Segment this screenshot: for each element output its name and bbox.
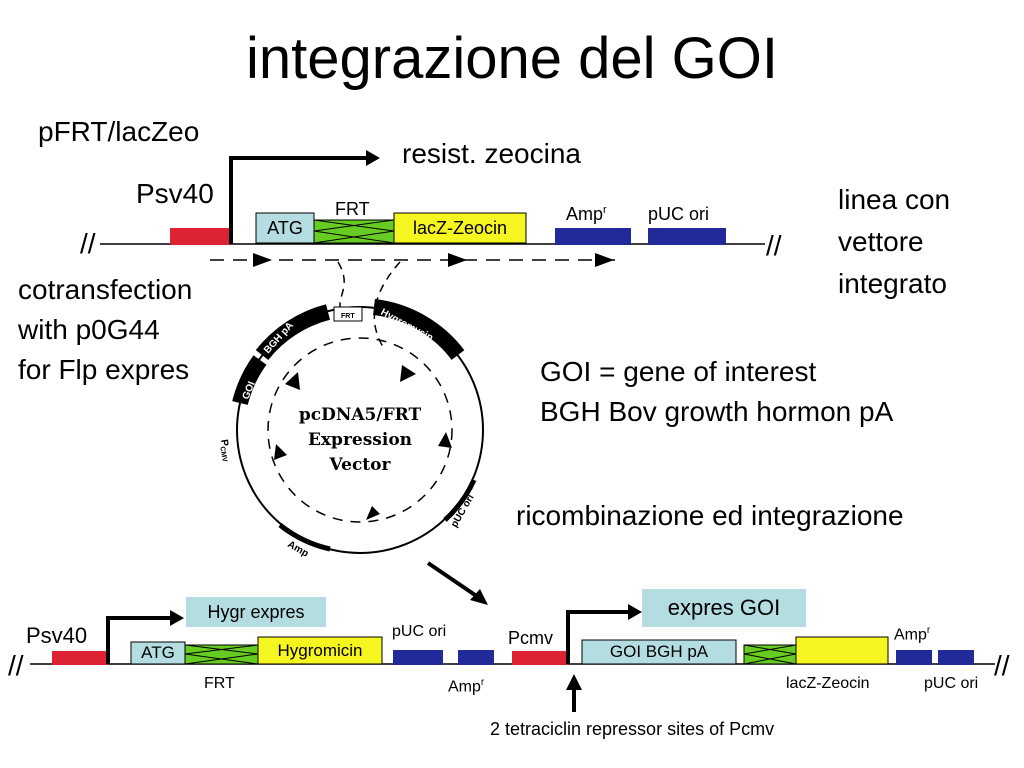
bottom-promoter-arrowhead-1	[170, 610, 184, 626]
dash-arrowhead-3	[595, 253, 614, 267]
note-line-1: linea con	[838, 184, 951, 215]
recombination-arrow-line	[426, 561, 480, 599]
top-frt-block	[313, 219, 395, 244]
top-puc-block	[648, 228, 726, 245]
top-lacz-block	[393, 212, 527, 244]
bottom-puc1-label: pUC ori	[392, 623, 447, 640]
bottom-frt2-block	[743, 644, 797, 665]
bottom-hygromicin-block	[257, 636, 383, 665]
recombination-arrowhead	[470, 589, 488, 605]
segment-hygromycin	[372, 299, 465, 360]
cotransfection-line-1: cotransfection	[18, 274, 193, 305]
inner-arrowhead-1	[285, 372, 300, 390]
vector-frt-label: FRT	[341, 313, 355, 320]
bottom-frt-block	[184, 644, 259, 665]
top-psv40-block	[170, 228, 230, 245]
definition-goi: GOI = gene of interest	[540, 356, 817, 387]
top-lacz-label: lacZ-Zeocin	[412, 217, 508, 238]
bottom-pcmv-label: Pcmv	[508, 628, 553, 648]
top-arrow-label: resist. zeocina	[402, 138, 581, 169]
top-puc-label: pUC ori	[648, 204, 710, 224]
bottom-promoter-arrow-1	[106, 616, 172, 664]
note-line-3: integrato	[838, 268, 947, 299]
cotransfection-line-3: for Flp expres	[18, 354, 190, 385]
vector-name-3: Vector	[329, 455, 392, 475]
top-atg-label: ATG	[267, 217, 303, 238]
bottom-puc2-block	[938, 650, 974, 665]
bottom-goi-block	[581, 639, 737, 665]
top-break-right: //	[766, 230, 782, 261]
bottom-break-left: //	[8, 650, 24, 681]
bottom-psv40-block	[52, 651, 108, 665]
dash-arrowhead-2	[448, 253, 467, 267]
inner-arrowhead-3	[438, 432, 452, 448]
recombination-label: ricombinazione ed integrazione	[516, 500, 904, 531]
top-plasmid-label: pFRT/lacZeo	[38, 116, 200, 147]
vector-name-2: Expression	[308, 430, 412, 450]
plasmid-frt-box	[333, 306, 363, 322]
vector-name-1: pcDNA5/FRT	[299, 405, 422, 425]
inner-arrowhead-5	[274, 444, 287, 460]
bottom-break-right: //	[994, 650, 1010, 681]
bottom-promoter-arrowhead-2	[628, 604, 642, 620]
bottom-amp1-label: Ampr	[448, 677, 485, 696]
segment-goi	[232, 355, 267, 406]
bottom-goi-label: GOI BGH pA	[609, 642, 709, 661]
note-line-2: vettore	[838, 226, 924, 257]
definition-bgh: BGH Bov growth hormon pA	[540, 396, 894, 427]
top-promoter-arrowhead	[366, 150, 380, 166]
bottom-lacz-block	[795, 636, 889, 665]
dash-curve-left	[337, 261, 346, 316]
inner-arrowhead-2	[400, 365, 416, 382]
bottom-lacz-label: lacZ-Zeocin	[786, 675, 870, 692]
bottom-atg-label: ATG	[141, 643, 175, 662]
tet-arrowhead	[566, 674, 582, 690]
bottom-hygromicin-label: Hygromicin	[277, 640, 363, 660]
vector-pcmv-label: PCMV	[217, 439, 233, 463]
inner-arrowhead-4	[366, 506, 380, 520]
bottom-puc1-block	[393, 650, 443, 665]
top-promoter-arrow	[229, 156, 368, 244]
hygr-expres-box: Hygr expres	[186, 597, 326, 627]
tet-sites-label: 2 tetraciclin repressor sites of Pcmv	[490, 719, 775, 739]
top-frt-label: FRT	[335, 199, 370, 219]
segment-amp	[278, 523, 331, 552]
bottom-frt-label: FRT	[204, 675, 235, 692]
top-amp-label: Ampr	[566, 204, 607, 224]
bottom-psv40-label: Psv40	[26, 623, 88, 648]
segment-bgh	[255, 304, 331, 361]
bottom-amp2-label: Ampr	[894, 625, 931, 644]
bottom-promoter-arrow-2	[566, 610, 630, 664]
expres-goi-box: expres GOI	[642, 589, 806, 627]
top-break-left: //	[80, 228, 96, 259]
bottom-amp2-block	[896, 650, 932, 665]
top-amp-block	[555, 228, 631, 245]
segment-puc	[443, 478, 477, 522]
top-psv40-label: Psv40	[136, 178, 214, 209]
page-title: integrazione del GOI	[246, 26, 778, 91]
cotransfection-line-2: with p0G44	[18, 314, 160, 345]
dash-arrowhead-1	[253, 253, 272, 267]
bottom-amp1-block	[458, 650, 494, 665]
bottom-puc2-label: pUC ori	[924, 675, 979, 692]
bottom-pcmv-block	[512, 651, 568, 665]
plasmid-inner-dashed	[267, 337, 453, 523]
